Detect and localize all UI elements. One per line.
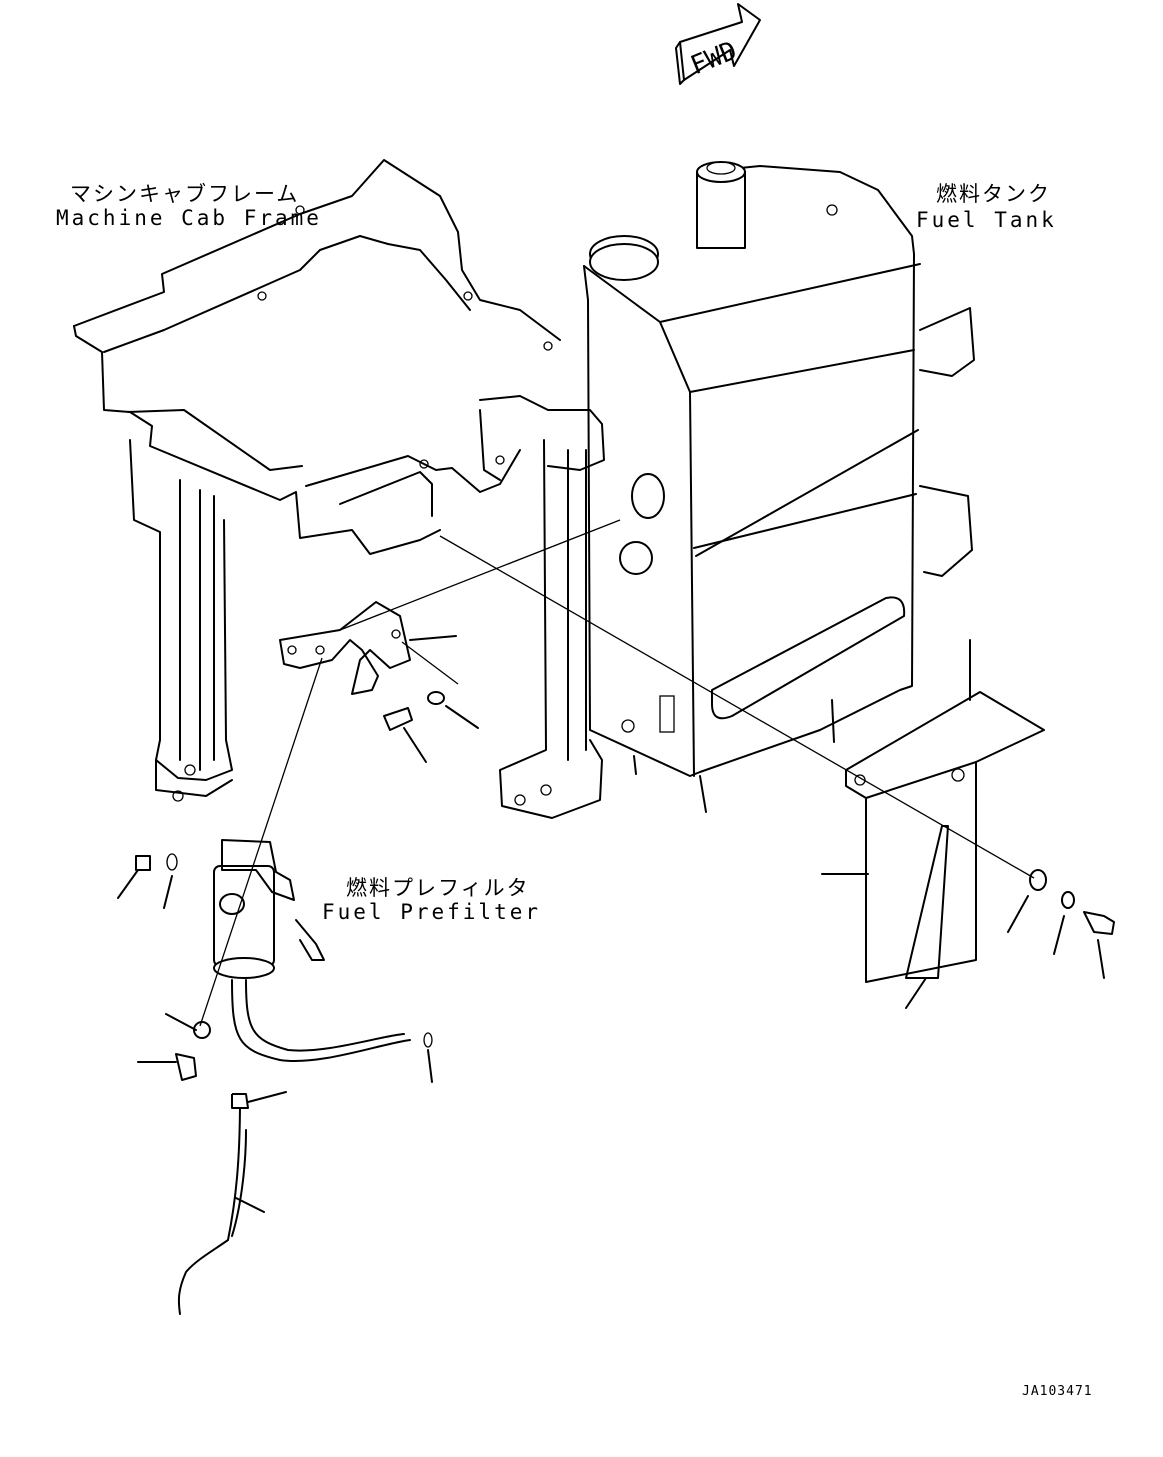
fwd-arrow-icon: FWD	[675, 3, 761, 85]
bracket-drawing	[279, 601, 479, 763]
fastener-drawing	[1007, 869, 1115, 979]
fuel-tank-label-en: Fuel Tank	[916, 208, 1057, 232]
fuel-prefilter-label-jp: 燃料プレフィルタ	[346, 876, 530, 900]
fuel-prefilter-label-en: Fuel Prefilter	[322, 900, 542, 924]
cab-frame-label-jp: マシンキャブフレーム	[70, 182, 300, 206]
drawing-code: JA103471	[1022, 1384, 1093, 1399]
assembly-lines	[199, 519, 1035, 1027]
cab-frame-label-en: Machine Cab Frame	[56, 206, 322, 230]
cab-frame-drawing	[73, 159, 605, 819]
fuel-tank-drawing	[583, 161, 975, 813]
guard-plate-drawing	[821, 639, 1045, 1009]
fuel-tank-label-jp: 燃料タンク	[936, 182, 1051, 206]
